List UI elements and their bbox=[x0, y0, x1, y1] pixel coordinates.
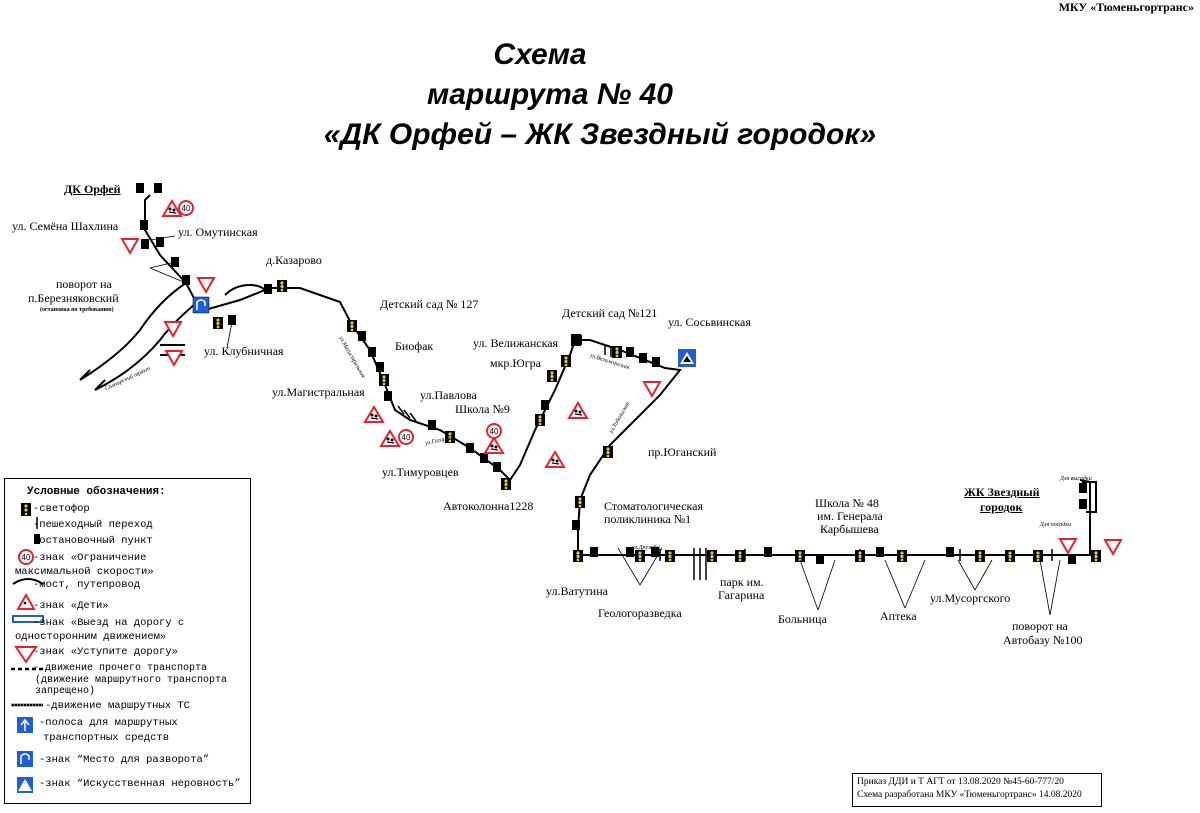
stop-label: д.Казарово bbox=[266, 253, 322, 267]
legend-item: -знак “Место для разворота” bbox=[39, 754, 210, 766]
stop-label: Школа №9 bbox=[455, 402, 510, 416]
yield-sign-icon bbox=[14, 646, 38, 664]
terminal-end-label-1: ЖК Звездный bbox=[964, 485, 1040, 499]
svg-text:40: 40 bbox=[22, 553, 31, 562]
stop-label: Карбышева bbox=[820, 522, 879, 536]
legend-item: -остановочный пункт bbox=[33, 535, 153, 547]
depot-exit-label: Для высадки bbox=[1060, 476, 1092, 482]
depot-board-label: Для посадки bbox=[1040, 522, 1072, 528]
legend-title: Условные обозначения: bbox=[27, 486, 166, 498]
stop-label: Детский сад № 127 bbox=[380, 297, 479, 311]
stop-label: поворот на bbox=[56, 277, 112, 291]
stop-label: ул. Омутинская bbox=[178, 225, 258, 239]
route-line bbox=[144, 194, 1091, 556]
stop-label: поворот на bbox=[1012, 619, 1068, 633]
stop-label: Биофак bbox=[395, 339, 434, 353]
legend-icons: 40 bbox=[11, 503, 44, 793]
legend-item: -мост, путепровод bbox=[33, 579, 141, 591]
title-line-2: маршрута № 40 bbox=[427, 78, 673, 111]
stop-label: пр.Юганский bbox=[648, 445, 717, 459]
bus-lane-icon bbox=[17, 717, 33, 733]
children-sign-icon bbox=[16, 592, 36, 610]
street-label: ул.Дружбы bbox=[632, 545, 661, 551]
stop-label: Автобазу №100 bbox=[1003, 633, 1083, 647]
stop-label: Автоколонна1228 bbox=[443, 499, 534, 513]
order-info-box: Приказ ДДИ и Т АГТ от 13.08.2020 №45-60-… bbox=[852, 773, 1102, 807]
stop-label: ул.Павлова bbox=[420, 388, 477, 402]
legend-item: -движение маршрутных ТС bbox=[45, 700, 190, 712]
stop-label: ул. Велижанская bbox=[473, 336, 559, 350]
stop-label: Школа № 48 bbox=[815, 496, 879, 510]
stop-label: ул.Ватутина bbox=[546, 584, 608, 598]
terminal-end-label-2: городок bbox=[980, 500, 1023, 514]
stop-label: п.Березняковский bbox=[28, 291, 119, 305]
stop-label: им. Генерала bbox=[817, 509, 883, 523]
stop-label: Гагарина bbox=[718, 588, 765, 602]
stop-note: (остановка по требованию) bbox=[40, 307, 114, 313]
speed-limit-icon: 40 bbox=[18, 549, 34, 565]
legend-item: -знак “Искусственная неровность” bbox=[39, 778, 241, 790]
stop-label: ул. Сосьвинская bbox=[668, 315, 751, 329]
stop-label: Геологоразведка bbox=[598, 606, 682, 620]
stop-label: Стоматологическая bbox=[604, 499, 703, 513]
stop-label: ул. Семёна Шахлина bbox=[12, 219, 119, 233]
organization-name: МКУ «Тюменьгортранс» bbox=[1058, 0, 1194, 14]
bridge-icon bbox=[12, 578, 44, 585]
legend-item: -знак «Выезд на дорогу с bbox=[33, 617, 185, 629]
order-line-2: Схема разработана МКУ «Тюменьгортранс» 1… bbox=[857, 790, 1082, 800]
stop-label: Детский сад №121 bbox=[562, 306, 658, 320]
speed-bump-icon bbox=[17, 777, 33, 793]
title-line-1: Схема bbox=[493, 38, 587, 71]
bridge-icon bbox=[224, 283, 266, 296]
legend-item: -знак «Дети» bbox=[33, 600, 109, 612]
stop-label: поликлиника №1 bbox=[604, 512, 692, 526]
traffic-light-icon bbox=[21, 503, 31, 516]
legend-item: максимальной скорости» bbox=[15, 566, 154, 578]
title-line-3: «ДК Орфей – ЖК Звездный городок» bbox=[323, 118, 877, 151]
legend-item: (движение маршрутного транспорта bbox=[35, 675, 228, 686]
terminal-start-label: ДК Орфей bbox=[64, 182, 121, 196]
stop-label: ул.Магистральная bbox=[272, 385, 365, 399]
order-line-1: Приказ ДДИ и Т АГТ от 13.08.2020 №45-60-… bbox=[857, 777, 1064, 787]
legend-item: - движение прочего транспорта bbox=[33, 663, 208, 674]
legend-item: односторонним движением» bbox=[15, 631, 167, 643]
u-turn-icon bbox=[17, 751, 33, 767]
legend-item: транспортных средств bbox=[43, 732, 170, 744]
one-way-exit-icon bbox=[12, 615, 44, 623]
stop-label: ул. Клубничная bbox=[204, 344, 284, 358]
stop-label: ул.Тимуровцев bbox=[382, 465, 459, 479]
stop-label: ул.Мусоргского bbox=[930, 591, 1011, 605]
legend: Условные обозначения: 40 -светофор -пеше… bbox=[4, 478, 251, 804]
legend-item: запрещено) bbox=[35, 686, 96, 697]
bus-stop-icon bbox=[34, 534, 40, 544]
legend-item: -пешеходный переход bbox=[33, 519, 153, 531]
legend-item: -полоса для маршрутных bbox=[39, 717, 178, 729]
u-turn-icon bbox=[192, 296, 210, 314]
stop-label: парк им. bbox=[720, 575, 764, 589]
stop-label: Аптека bbox=[880, 609, 917, 623]
speed-bump-icon bbox=[678, 349, 696, 367]
legend-item: -знак «Уступите дорогу» bbox=[33, 646, 178, 658]
legend-item: -светофор bbox=[33, 503, 90, 515]
stop-label: Больница bbox=[778, 612, 827, 626]
children-sign-icon bbox=[162, 200, 588, 468]
stop-label: мкр.Югра bbox=[490, 356, 542, 370]
legend-item: -знак «Ограничение bbox=[33, 552, 147, 564]
